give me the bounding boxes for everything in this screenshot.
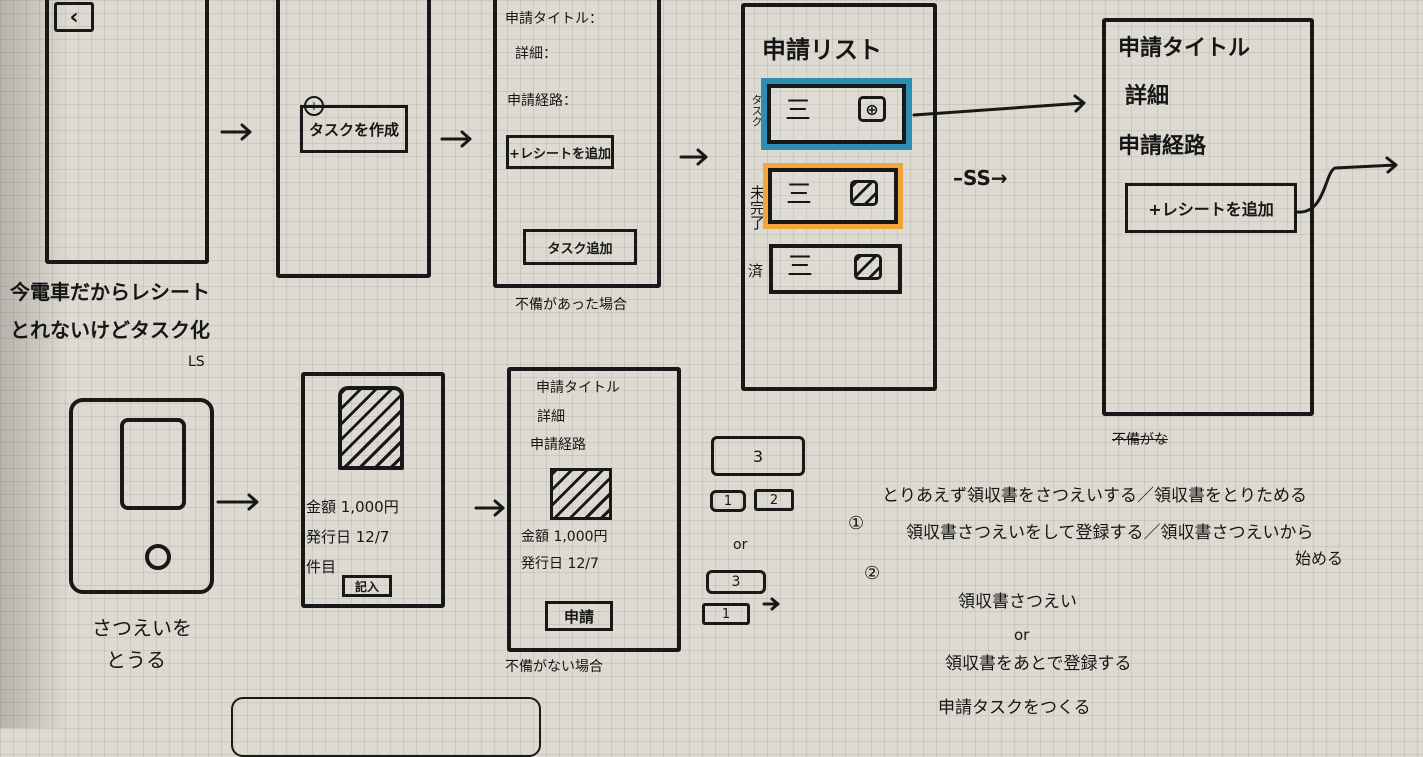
sketch-screen-5	[1102, 18, 1314, 416]
note-sub-or: or	[1014, 626, 1030, 644]
sketch-screen-2	[276, 0, 431, 278]
squiggle-arrow: –SS→	[953, 166, 1008, 190]
screen1-caption-line3: LS	[188, 354, 205, 370]
plus-box-icon: ⊕	[858, 96, 886, 122]
arrow-7	[474, 499, 505, 517]
note-sub2: 領収書をあとで登録する	[945, 654, 1132, 674]
note-item1-text: とりあえず領収書をさつえいする／領収書をとりためる	[882, 486, 1307, 506]
detail-route-label: 申請経路	[1118, 134, 1207, 159]
menu-icon: 三	[787, 252, 814, 282]
sketch-camera-screen	[69, 398, 214, 594]
detail-label: 詳細：	[515, 46, 557, 62]
form-title-label: 申請タイトル	[536, 380, 620, 396]
screen1-caption-line1: 今電車だからレシート	[10, 280, 210, 304]
back-icon[interactable]: ‹	[54, 2, 94, 32]
plus-icon: +	[304, 96, 324, 116]
camera-viewfinder	[120, 418, 186, 510]
receipt-image-icon	[850, 180, 878, 206]
side-label-incomplete: 未完了	[748, 185, 766, 230]
add-receipt-button[interactable]: +レシートを追加	[506, 135, 614, 169]
arrow-5	[1296, 156, 1398, 214]
sketch-screen-1	[45, 0, 209, 264]
arrow-8	[762, 597, 780, 611]
title-label: 申請タイトル：	[505, 11, 603, 27]
note-item1-marker: ①	[848, 513, 865, 534]
stack-box-bottom: 1	[702, 603, 750, 625]
arrow-1	[220, 123, 252, 141]
result-field: 件目	[306, 558, 337, 576]
arrow-6	[216, 493, 259, 511]
route-label: 申請経路：	[507, 93, 577, 109]
note-sub3: 申請タスクをつくる	[938, 698, 1091, 718]
stack-box-a: 1	[710, 490, 746, 512]
receipt-image-icon	[854, 254, 882, 280]
receipt-photo	[338, 386, 404, 470]
form-route-label: 申請経路	[530, 437, 586, 453]
list-card-done[interactable]: 三	[769, 244, 902, 294]
submit-button[interactable]: 申請	[545, 601, 613, 631]
stack-or: or	[733, 537, 748, 553]
input-button[interactable]: 記入	[342, 575, 392, 597]
sketch-result-screen	[301, 372, 445, 608]
screen1-caption-line2: とれないけどタスク化	[10, 318, 210, 342]
note-item2-cont: 始める	[1295, 549, 1344, 568]
result-amount: 金額 1,000円	[306, 498, 399, 516]
screen5-caption: 不備がな	[1112, 432, 1168, 448]
arrow-3	[679, 148, 708, 166]
sketch-form-screen	[507, 367, 681, 652]
list-title: 申請リスト	[762, 36, 882, 64]
side-label-done: 済	[748, 262, 764, 280]
note-sub1: 領収書さつえい	[958, 592, 1077, 612]
arrow-2	[440, 130, 472, 148]
menu-icon: 三	[785, 96, 812, 126]
form-amount: 金額 1,000円	[521, 529, 608, 545]
form-detail-label: 詳細	[537, 409, 565, 425]
sketch-screen-3	[493, 0, 661, 288]
side-label-task: タスク	[750, 94, 763, 127]
stack-box-mid: 3	[706, 570, 766, 594]
stack-box-top: 3	[711, 436, 805, 476]
create-task-button[interactable]: タスクを作成	[300, 105, 408, 153]
sketch-screen-4	[741, 3, 937, 391]
form-caption: 不備がない場合	[505, 659, 603, 675]
note-item2-text: 領収書さつえいをして登録する／領収書さつえいから	[906, 523, 1314, 543]
stack-box-b: 2	[754, 489, 794, 511]
result-date: 発行日 12/7	[306, 528, 390, 546]
detail-title-label: 申請タイトル	[1118, 36, 1251, 61]
detail-add-receipt-button[interactable]: +レシートを追加	[1125, 183, 1297, 233]
shutter-icon[interactable]	[145, 544, 171, 570]
form-receipt-photo	[550, 468, 612, 520]
menu-icon: 三	[786, 180, 813, 210]
camera-caption-line2: とうる	[106, 648, 166, 672]
screen3-caption: 不備があった場合	[515, 297, 627, 313]
detail-detail-label: 詳細	[1125, 84, 1170, 109]
note-item2-marker: ②	[864, 563, 881, 584]
arrow-4	[912, 94, 1086, 117]
camera-caption-line1: さつえいを	[92, 616, 192, 640]
list-card-task[interactable]: 三 ⊕	[761, 78, 912, 150]
flow-arrows	[216, 94, 1398, 611]
form-date: 発行日 12/7	[521, 556, 599, 572]
list-card-incomplete[interactable]: 三	[763, 163, 903, 229]
add-task-button[interactable]: タスク追加	[523, 229, 637, 265]
